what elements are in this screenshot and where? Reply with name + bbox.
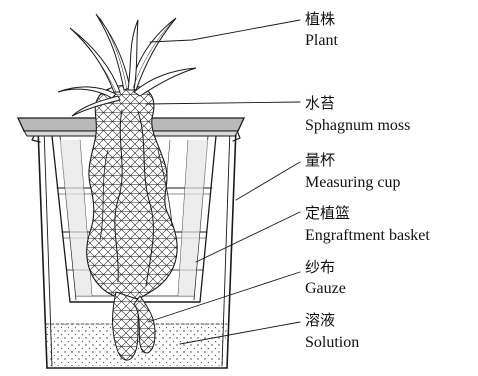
sphagnum-moss: [87, 85, 178, 299]
label-gauze-zh: 纱布: [305, 259, 335, 276]
label-sphagnum-moss-en: Sphagnum moss: [305, 117, 410, 134]
label-solution: 溶液 Solution: [305, 312, 359, 351]
label-measuring-cup-zh: 量杯: [305, 152, 335, 169]
label-measuring-cup-en: Measuring cup: [305, 174, 401, 191]
label-engraftment-basket-zh: 定植篮: [305, 204, 350, 222]
leader-lines: [146, 20, 300, 344]
label-gauze-en: Gauze: [305, 280, 346, 297]
label-sphagnum-moss: 水苔 Sphagnum moss: [305, 95, 410, 134]
label-plant: 植株 Plant: [305, 11, 338, 49]
label-plant-zh: 植株: [305, 11, 335, 28]
leader-measuring-cup: [236, 162, 300, 200]
label-engraftment-basket: 定植篮 Engraftment basket: [305, 204, 430, 244]
label-measuring-cup: 量杯 Measuring cup: [305, 152, 401, 191]
label-gauze: 纱布 Gauze: [305, 259, 346, 297]
label-sphagnum-moss-zh: 水苔: [305, 95, 335, 112]
label-plant-en: Plant: [305, 32, 338, 49]
leader-plant: [150, 20, 300, 42]
label-solution-zh: 溶液: [305, 312, 335, 329]
leader-engraftment-basket: [196, 212, 300, 262]
label-engraftment-basket-en: Engraftment basket: [305, 227, 430, 244]
leader-sphagnum-moss: [146, 102, 300, 104]
label-solution-en: Solution: [305, 334, 359, 351]
